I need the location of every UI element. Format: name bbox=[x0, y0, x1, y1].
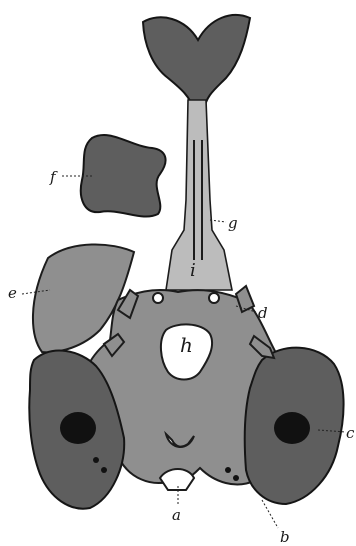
small-foramen-left bbox=[153, 293, 163, 303]
label-f: f bbox=[49, 168, 58, 186]
label-h: h bbox=[180, 333, 193, 357]
small-foramen-right bbox=[209, 293, 219, 303]
left-small-pit-1 bbox=[93, 457, 99, 463]
label-a: a bbox=[172, 506, 181, 524]
detached-bone-f bbox=[81, 135, 166, 217]
right-ear-cavity bbox=[274, 412, 310, 444]
right-small-pit-2 bbox=[233, 475, 239, 481]
leader-b bbox=[262, 500, 278, 528]
label-e: e bbox=[8, 284, 17, 302]
right-small-pit-1 bbox=[225, 467, 231, 473]
left-ear-cavity bbox=[60, 412, 96, 444]
central-rod bbox=[166, 100, 232, 290]
label-g: g bbox=[228, 214, 238, 232]
leader-g bbox=[210, 220, 226, 222]
label-b: b bbox=[280, 528, 290, 546]
basal-notch bbox=[160, 469, 194, 490]
left-small-pit-2 bbox=[101, 467, 107, 473]
label-c: c bbox=[346, 424, 355, 442]
label-d: d bbox=[258, 304, 268, 322]
label-i: i bbox=[190, 260, 196, 281]
upper-fork-bone bbox=[143, 15, 250, 110]
